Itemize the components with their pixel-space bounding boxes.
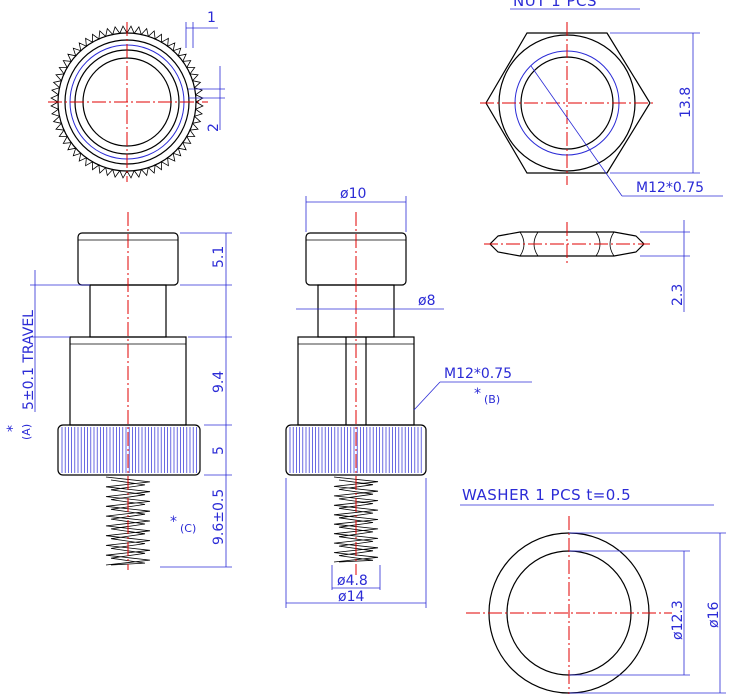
dim-body-height: 9.4: [211, 371, 227, 393]
mid-knurl: [285, 424, 427, 476]
note-b-label: (B): [484, 393, 500, 406]
dim-top-gap: 2: [206, 123, 222, 132]
dim-neck-dia: ø8: [418, 293, 435, 309]
dim-knurl-height: 5: [211, 446, 227, 455]
nut-leader: [530, 65, 623, 197]
dim-head-height: 5.1: [211, 246, 227, 268]
nut-view: NUT 1 PCS 13.8 M12*0.75 2.3: [480, 0, 723, 312]
note-c-label: (C): [180, 522, 196, 535]
left-knurl: [57, 424, 201, 476]
dim-nut-thread: M12*0.75: [636, 180, 704, 196]
dim-travel: 5±0.1 TRAVEL: [21, 310, 37, 410]
dim-spring-dia: ø4.8: [337, 573, 368, 589]
dim-washer-outer: ø16: [706, 602, 722, 628]
mid-spring: [333, 476, 379, 563]
note-c-star: *: [170, 514, 177, 530]
left-side-view: 5.1 9.4 5 9.6±0.5 5±0.1 TRAVEL * (A) * (…: [5, 212, 232, 570]
top-view: 1 2: [48, 10, 225, 182]
knurl-band-outline: [285, 424, 427, 476]
nut-side-profile: [489, 231, 645, 257]
nut-title: NUT 1 PCS: [513, 0, 597, 10]
middle-section-view: ø10 ø8 M12*0.75 * (B) ø4.8 ø14: [285, 186, 532, 608]
dim-nut-thickness: 2.3: [670, 284, 686, 306]
washer-title: WASHER 1 PCS t=0.5: [462, 486, 631, 504]
dim-washer-inner: ø12.3: [670, 600, 686, 640]
knurl-band-outline: [57, 424, 201, 476]
note-a-label: (A): [20, 424, 33, 440]
dim-top-offset: 1: [207, 10, 216, 26]
dim-knurl-dia: ø14: [338, 589, 364, 605]
dim-head-dia: ø10: [340, 186, 366, 202]
dim-nut-height: 13.8: [678, 87, 694, 118]
washer-view: WASHER 1 PCS t=0.5 ø12.3 ø16: [460, 486, 726, 694]
nut-side-facet-2: [609, 231, 615, 257]
left-spring: [105, 476, 151, 566]
mid-thread-leader: [413, 381, 441, 411]
note-b-star: *: [474, 386, 481, 402]
dim-spring-length: 9.6±0.5: [211, 489, 227, 545]
note-a-star: *: [5, 425, 21, 432]
dim-body-thread: M12*0.75: [444, 366, 512, 382]
